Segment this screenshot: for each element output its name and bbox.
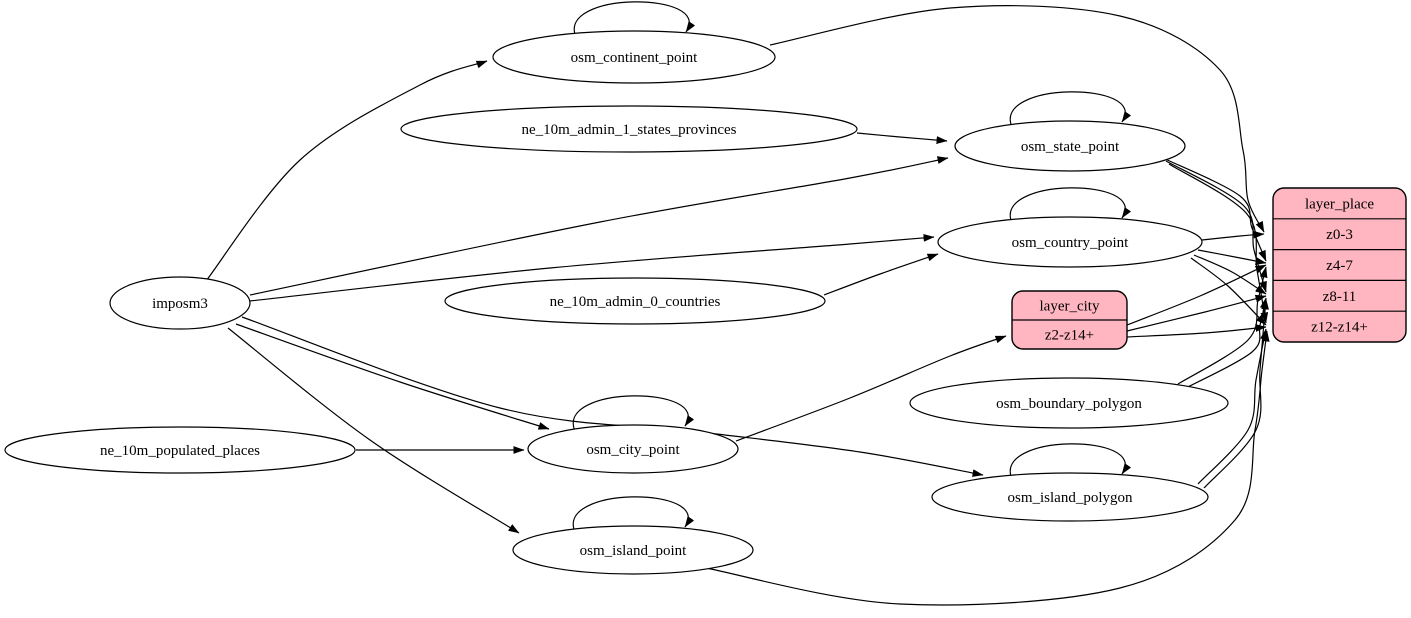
- node-ne_10m_admin_1_states_provinces: ne_10m_admin_1_states_provinces: [400, 105, 858, 153]
- node-label-osm_island_polygon: osm_island_polygon: [1007, 490, 1133, 506]
- edge-ne_10m_admin_0_countries-to-osm_country_point: [823, 253, 939, 296]
- node-imposm3: imposm3: [109, 276, 251, 330]
- node-label-osm_city_point: osm_city_point: [586, 442, 680, 458]
- self-loop-osm_continent_point: [573, 1, 696, 38]
- node-ne_10m_admin_0_countries: ne_10m_admin_0_countries: [444, 277, 826, 325]
- edge-osm_boundary_polygon-to-layer_place_z8-11: [1183, 297, 1268, 390]
- record-title-layer_place: layer_place: [1305, 196, 1374, 212]
- self-loop-osm_state_point: [1009, 91, 1132, 128]
- record-row-layer_place-z12-z14+: z12-z14+: [1311, 320, 1368, 336]
- record-title-layer_city: layer_city: [1040, 299, 1100, 315]
- node-label-osm_country_point: osm_country_point: [1012, 235, 1129, 251]
- edge-osm_country_point-to-layer_place_z12-z14+: [1190, 257, 1267, 326]
- node-label-ne_10m_populated_places: ne_10m_populated_places: [100, 443, 260, 459]
- edge-osm_state_point-to-layer_place_z4-7: [1162, 157, 1267, 262]
- edge-imposm3-to-osm_country_point: [249, 234, 935, 302]
- node-label-osm_island_point: osm_island_point: [580, 543, 688, 559]
- records-layer: layer_city z2-z14+ layer_place z0-3 z4-7 z8-1…: [1011, 187, 1407, 350]
- edge-osm_island_polygon-to-layer_place_z12-z14+: [1197, 328, 1268, 485]
- node-osm_country_point: osm_country_point: [937, 216, 1203, 268]
- edge-layer_city_z2-z14+-to-layer_place_z4-7: [1126, 264, 1267, 326]
- edge-imposm3-to-osm_city_point: [235, 323, 550, 430]
- record-row-layer_place-z0-3: z0-3: [1326, 227, 1353, 243]
- edge-osm_country_point-to-layer_place_z0-3: [1201, 230, 1265, 241]
- node-label-osm_state_point: osm_state_point: [1021, 139, 1120, 155]
- self-loop-osm_country_point: [1009, 187, 1132, 224]
- node-label-osm_continent_point: osm_continent_point: [571, 50, 698, 66]
- node-label-imposm3: imposm3: [152, 296, 208, 312]
- node-osm_island_polygon: osm_island_polygon: [931, 472, 1209, 522]
- edge-imposm3-to-osm_island_point: [227, 327, 520, 534]
- edge-imposm3-to-osm_state_point: [249, 156, 949, 296]
- node-label-ne_10m_admin_0_countries: ne_10m_admin_0_countries: [550, 294, 721, 310]
- edge-osm_country_point-to-layer_place_z4-7: [1197, 249, 1267, 265]
- edge-osm_country_point-to-layer_place_z8-11: [1193, 254, 1267, 295]
- edge-imposm3-to-osm_continent_point: [205, 60, 488, 282]
- record-row-layer_place-z8-11: z8-11: [1323, 289, 1357, 305]
- node-label-ne_10m_admin_1_states_provinces: ne_10m_admin_1_states_provinces: [522, 122, 737, 138]
- record-layer_place: layer_place z0-3 z4-7 z8-11 z12-z14+: [1272, 187, 1407, 343]
- edge-ne_10m_admin_1_states_provinces-to-osm_state_point: [856, 132, 948, 144]
- node-ne_10m_populated_places: ne_10m_populated_places: [4, 426, 356, 474]
- record-row-layer_city-z2-z14+: z2-z14+: [1045, 328, 1094, 344]
- self-loop-osm_island_point: [572, 496, 695, 533]
- self-loop-osm_island_polygon: [1009, 443, 1132, 480]
- node-osm_island_point: osm_island_point: [512, 525, 754, 575]
- node-osm_city_point: osm_city_point: [527, 424, 739, 474]
- edge-osm_continent_point-to-layer_place_z0-3: [769, 5, 1265, 233]
- self-loop-osm_city_point: [572, 395, 695, 432]
- edge-osm_island_point-to-layer_place_z12-z14+: [705, 330, 1270, 606]
- nodes-layer: imposm3 osm_continent_point ne_10m_admin_1…: [4, 30, 1229, 575]
- node-osm_continent_point: osm_continent_point: [492, 30, 776, 84]
- record-row-layer_place-z4-7: z4-7: [1326, 258, 1353, 274]
- edge-layer_city_z2-z14+-to-layer_place_z8-11: [1126, 294, 1267, 332]
- record-layer_city: layer_city z2-z14+: [1011, 290, 1128, 350]
- edge-layer_city_z2-z14+-to-layer_place_z12-z14+: [1126, 324, 1267, 338]
- node-label-osm_boundary_polygon: osm_boundary_polygon: [996, 396, 1142, 412]
- node-osm_state_point: osm_state_point: [954, 120, 1186, 172]
- node-osm_boundary_polygon: osm_boundary_polygon: [909, 377, 1229, 429]
- edge-osm_boundary_polygon-to-layer_place_z4-7: [1177, 266, 1268, 385]
- edge-osm_city_point-to-layer_city_z2-z14+: [735, 335, 1007, 442]
